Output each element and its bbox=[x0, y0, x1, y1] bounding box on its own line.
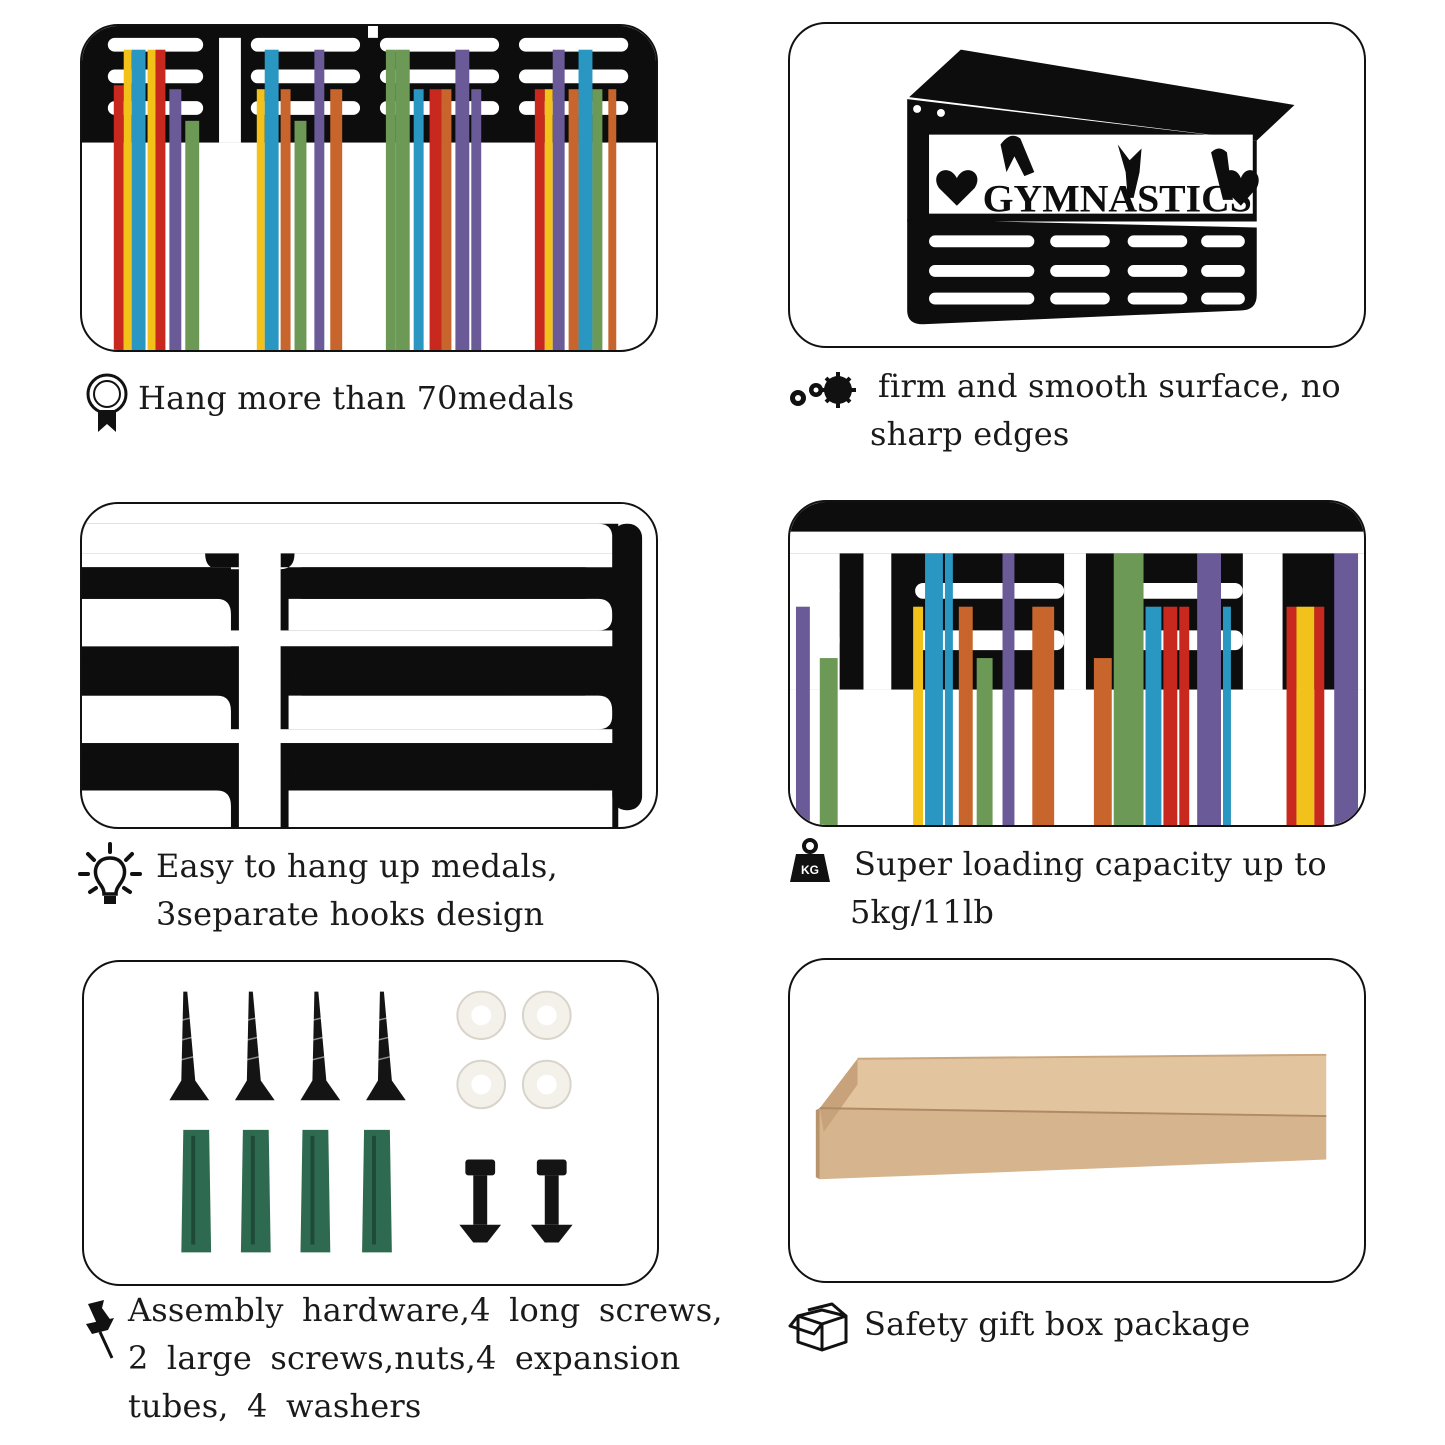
loaded-rack-illustration bbox=[790, 502, 1364, 825]
hooks-closeup-panel bbox=[80, 502, 658, 829]
caption-text-line2: sharp edges bbox=[870, 415, 1070, 453]
caption-text-line1: Assembly hardware,4 long screws, bbox=[128, 1291, 723, 1329]
caption-text-line1: Easy to hang up medals, bbox=[156, 847, 558, 885]
caption-text: Safety gift box package bbox=[864, 1305, 1251, 1343]
lightbulb-icon bbox=[78, 842, 142, 908]
hardware-illustration bbox=[169, 990, 573, 1253]
rack-with-ribbons-panel bbox=[80, 24, 658, 352]
caption-text-line2: 5kg/11lb bbox=[850, 893, 995, 931]
rack-capacity-caption: Hang more than 70medals bbox=[138, 374, 574, 422]
hooks-caption: Easy to hang up medals, 3separate hooks … bbox=[156, 842, 576, 938]
gift-box-caption: Safety gift box package bbox=[864, 1300, 1250, 1348]
gymnastics-rack-illustration: GYMNASTICS bbox=[907, 49, 1295, 325]
box-icon bbox=[788, 1300, 850, 1352]
medal-icon bbox=[84, 372, 130, 434]
caption-text: Hang more than 70medals bbox=[138, 379, 575, 417]
caption-text-line1: firm and smooth surface, no bbox=[878, 367, 1341, 405]
loaded-rack-panel bbox=[788, 500, 1366, 827]
hooks-closeup-illustration bbox=[82, 504, 656, 827]
caption-text-line1: Super loading capacity up to bbox=[854, 845, 1327, 883]
gears-icon bbox=[786, 370, 858, 412]
capacity-caption: Super loading capacity up to 5kg/11lb bbox=[850, 840, 1327, 936]
gift-box-panel bbox=[788, 958, 1366, 1283]
rack-ribbons-illustration bbox=[82, 26, 656, 350]
weight-label: KG bbox=[801, 863, 819, 877]
hardware-panel bbox=[82, 960, 659, 1286]
caption-text-line2: 2 large screws,nuts,4 expansion bbox=[128, 1339, 681, 1377]
gift-box-illustration bbox=[815, 1053, 1327, 1180]
caption-text-line2: 3separate hooks design bbox=[156, 895, 545, 933]
surface-caption: firm and smooth surface, no sharp edges bbox=[870, 362, 1341, 458]
hardware-caption: Assembly hardware,4 long screws, 2 large… bbox=[128, 1286, 723, 1430]
weight-icon: KG bbox=[788, 838, 832, 884]
product-3d-panel: GYMNASTICS bbox=[788, 22, 1366, 348]
caption-text-line3: tubes, 4 washers bbox=[128, 1387, 422, 1425]
pushpin-icon bbox=[78, 1298, 122, 1360]
sign-text: GYMNASTICS bbox=[983, 177, 1252, 221]
